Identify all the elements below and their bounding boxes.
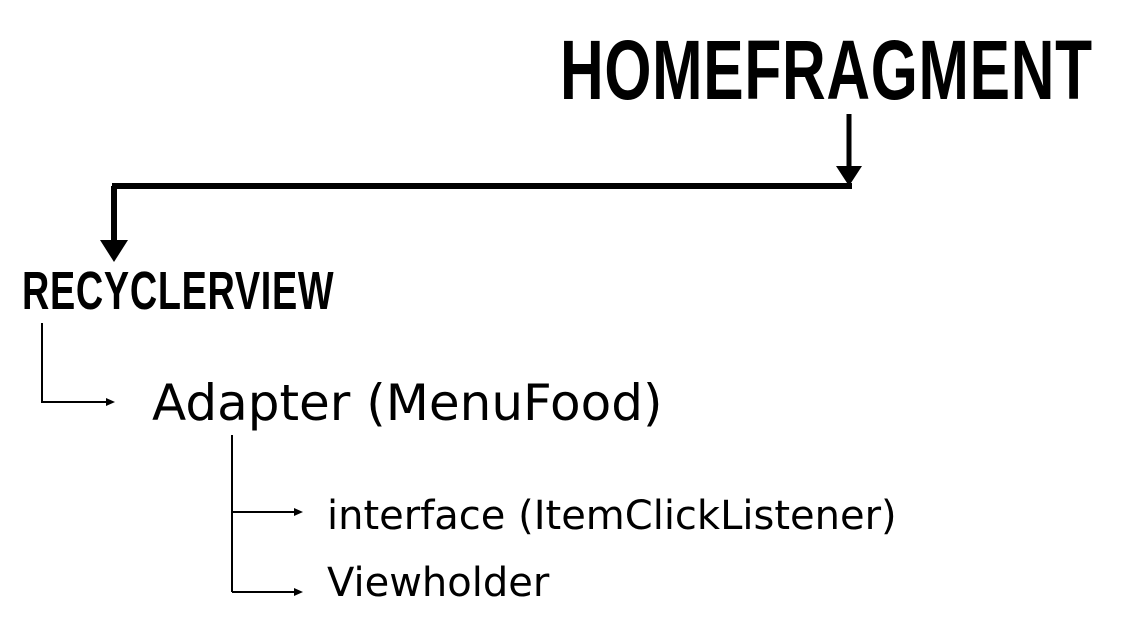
- arrow-home-down: [836, 114, 862, 186]
- arrow-to-viewholder: [232, 588, 303, 596]
- node-viewholder: Viewholder: [327, 560, 550, 606]
- arrow-to-recyclerview: [100, 186, 128, 262]
- arrow-to-interface: [231, 435, 303, 592]
- node-recyclerview: RECYCLERVIEW: [22, 261, 335, 321]
- node-interface: interface (ItemClickListener): [327, 493, 897, 539]
- node-homefragment: HOMEFRAGMENT: [560, 23, 1093, 117]
- arrow-to-adapter: [41, 323, 115, 406]
- node-adapter: Adapter (MenuFood): [152, 374, 663, 432]
